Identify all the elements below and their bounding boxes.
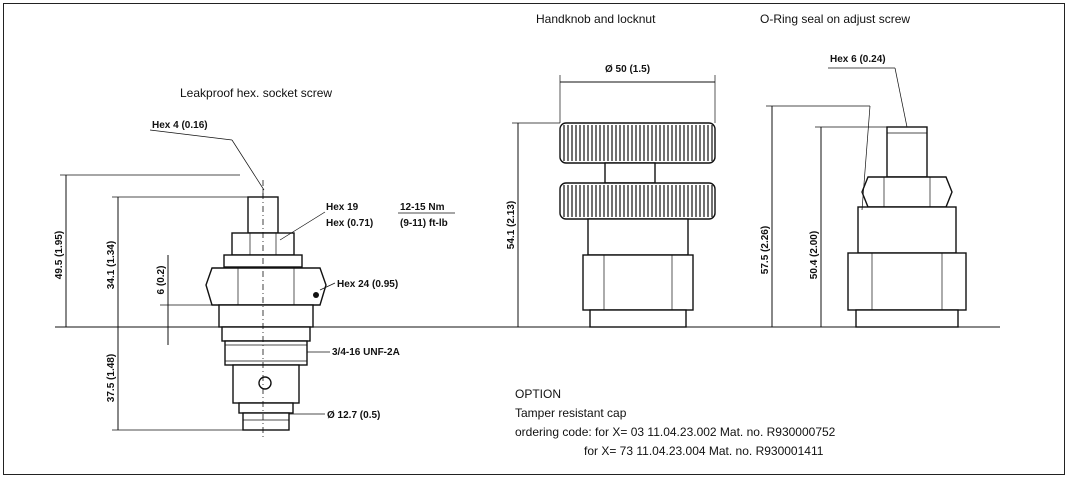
dim-h6: 6 (0.2) <box>156 266 167 295</box>
option-line3: for X= 73 11.04.23.004 Mat. no. R9300014… <box>584 444 824 458</box>
dim-hex6: Hex 6 (0.24) <box>830 54 886 65</box>
dim-knob-diameter: Ø 50 (1.5) <box>605 64 650 75</box>
dim-h54-1: 54.1 (2.13) <box>506 201 517 249</box>
option-line1: Tamper resistant cap <box>515 406 627 420</box>
left-dimensions <box>60 129 455 431</box>
middle-hex-body <box>582 254 694 311</box>
right-locknut <box>861 176 953 208</box>
dim-h34-1: 34.1 (1.34) <box>106 241 117 289</box>
middle-valve <box>559 122 716 328</box>
dim-torque-top: 12-15 Nm <box>400 202 445 213</box>
right-hex-body <box>847 252 967 311</box>
caption-leakproof: Leakproof hex. socket screw <box>180 86 332 100</box>
dim-thread: 3/4-16 UNF-2A <box>332 347 400 358</box>
dim-torque-bottom: (9-11) ft-lb <box>400 218 448 229</box>
left-valve <box>205 180 327 440</box>
drawing-frame <box>3 3 1065 475</box>
right-dimensions <box>766 67 908 327</box>
right-valve <box>847 126 967 328</box>
middle-dimensions <box>512 75 716 327</box>
left-thread-section <box>224 340 308 366</box>
left-hex-body <box>205 267 327 306</box>
dim-hex19-top: Hex 19 <box>326 202 359 213</box>
option-title: OPTION <box>515 387 561 401</box>
dim-h37-5: 37.5 (1.48) <box>106 354 117 402</box>
dim-h57-5: 57.5 (2.26) <box>760 226 771 274</box>
dim-hex24: Hex 24 (0.95) <box>337 279 398 290</box>
dim-h50-4: 50.4 (2.00) <box>809 231 820 279</box>
left-cartridge-tip <box>242 412 290 431</box>
option-line2: ordering code: for X= 03 11.04.23.002 Ma… <box>515 425 836 439</box>
caption-oring: O-Ring seal on adjust screw <box>760 12 910 26</box>
caption-handknob: Handknob and locknut <box>536 12 656 26</box>
right-adjust-screw <box>886 126 928 178</box>
left-collar <box>218 304 314 328</box>
dim-diameter: Ø 12.7 (0.5) <box>327 410 380 421</box>
dim-hex4: Hex 4 (0.16) <box>152 120 208 131</box>
dim-hex19-bottom: Hex (0.71) <box>326 218 373 229</box>
dim-h49-5: 49.5 (1.95) <box>54 231 65 279</box>
